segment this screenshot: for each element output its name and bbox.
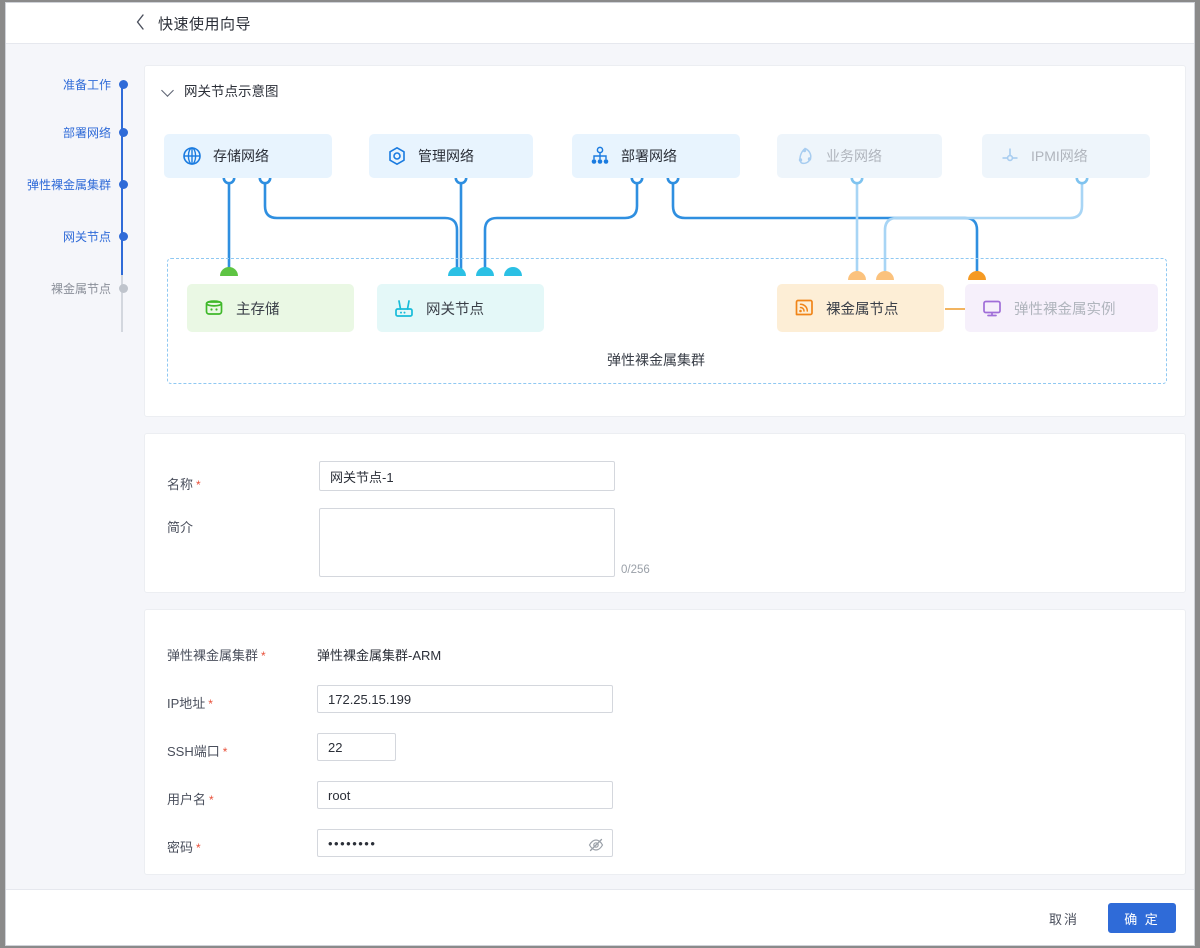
cluster-value: 弹性裸金属集群-ARM (317, 648, 442, 663)
page-title: 快速使用向导 (158, 16, 252, 33)
required-marker: * (222, 745, 228, 759)
step-item-2[interactable]: 弹性裸金属集群 (27, 176, 128, 192)
signal-icon (793, 297, 815, 319)
required-marker: * (196, 841, 201, 855)
connection-lines (220, 171, 1089, 315)
name-input[interactable] (319, 461, 615, 491)
network-label: IPMI网络 (1031, 148, 1088, 164)
node-box-gateway[interactable]: 网关节点 (377, 284, 544, 332)
orbit-icon (795, 146, 815, 166)
chevron-left-glyph (136, 14, 144, 30)
node-box-baremetal[interactable]: 裸金属节点 (777, 284, 944, 332)
ip-input[interactable] (317, 685, 613, 713)
network-label: 管理网络 (418, 148, 474, 164)
desc-textarea[interactable] (319, 508, 615, 577)
step-dot-icon (119, 231, 128, 241)
node-label: 网关节点 (426, 301, 484, 318)
router-icon (393, 297, 415, 319)
link-ipmi-to-baremetal (883, 176, 1084, 275)
footer-bar: 取消 确 定 (6, 889, 1194, 945)
cluster-container (167, 258, 1167, 384)
network-box-ipmi[interactable]: IPMI网络 (982, 134, 1150, 178)
network-box-storage[interactable]: 存储网络 (164, 134, 332, 178)
back-chevron-icon[interactable] (136, 14, 150, 32)
password-label: 密码* (167, 840, 201, 855)
database-icon (203, 297, 225, 319)
diagram-card: 网关节点示意图 (144, 65, 1186, 417)
rail-segment-inactive (121, 275, 123, 332)
connector-baremetal-1 (968, 271, 986, 280)
wizard-window: 快速使用向导 准备工作 部署网络 弹性裸金属集群 网关节点 裸金属节点 (5, 2, 1195, 946)
username-input[interactable] (317, 781, 613, 809)
node-label: 弹性裸金属实例 (1014, 301, 1116, 318)
required-marker: * (208, 697, 213, 711)
required-marker: * (196, 478, 201, 492)
connector-baremetal-3 (876, 271, 894, 280)
network-topology-diagram: 弹性裸金属集群 存储网络 (145, 66, 1187, 418)
node-label: 裸金属节点 (826, 301, 899, 318)
step-item-0[interactable]: 准备工作 (63, 76, 128, 92)
confirm-button[interactable]: 确 定 (1108, 903, 1176, 933)
step-item-1[interactable]: 部署网络 (63, 124, 128, 140)
required-marker: * (261, 649, 266, 663)
node-box-main-storage[interactable]: 主存储 (187, 284, 354, 332)
network-label: 业务网络 (826, 148, 882, 164)
connector-baremetal-2 (848, 271, 866, 280)
network-box-management[interactable]: 管理网络 (369, 134, 533, 178)
node-label: 主存储 (236, 301, 280, 318)
globe-icon (182, 146, 202, 166)
node-box-baremetal-instance[interactable]: 弹性裸金属实例 (965, 284, 1158, 332)
cluster-label: 弹性裸金属集群* (167, 648, 266, 663)
cluster-caption: 弹性裸金属集群 (607, 352, 705, 368)
monitor-icon (981, 297, 1003, 319)
step-dot-icon (119, 79, 128, 89)
password-input[interactable] (317, 829, 613, 857)
link-storage-to-gateway (263, 176, 459, 271)
connector-gateway-2 (476, 267, 494, 276)
basic-info-card: 名称* 简介 0/256 (144, 433, 1186, 593)
step-item-3[interactable]: 网关节点 (63, 228, 128, 244)
desc-label: 简介 (167, 520, 194, 535)
username-label: 用户名* (167, 792, 214, 807)
ssh-port-input[interactable] (317, 733, 396, 761)
hexagon-icon (387, 146, 407, 166)
link-deploy-to-gateway (483, 176, 639, 271)
eye-off-icon[interactable] (588, 837, 604, 853)
step-dot-icon (119, 179, 128, 189)
diagram-section-title: 网关节点示意图 (184, 84, 279, 99)
required-marker: * (209, 793, 214, 807)
steps-rail: 准备工作 部署网络 弹性裸金属集群 网关节点 裸金属节点 (6, 44, 138, 945)
step-dot-icon (119, 283, 128, 293)
connector-mainstore (220, 267, 238, 276)
connector-gateway-1 (448, 267, 466, 276)
ssh-port-label: SSH端口* (167, 744, 228, 759)
ipmi-icon (1000, 146, 1020, 166)
step-label: 弹性裸金属集群 (26, 177, 111, 192)
step-dot-icon (119, 127, 128, 137)
step-label: 部署网络 (62, 125, 111, 140)
ip-label: IP地址* (167, 696, 213, 711)
desc-char-counter: 0/256 (621, 564, 650, 576)
top-bar: 快速使用向导 (6, 3, 1194, 44)
network-box-business[interactable]: 业务网络 (777, 134, 942, 178)
password-field-wrap (317, 829, 613, 857)
step-label: 裸金属节点 (50, 281, 111, 296)
node-connectors (220, 267, 986, 280)
link-deploy-to-baremetal (671, 176, 979, 275)
step-label: 网关节点 (62, 229, 111, 244)
network-label: 存储网络 (213, 148, 269, 164)
topology-icon (590, 146, 610, 166)
step-label: 准备工作 (62, 77, 111, 92)
connection-info-card: 弹性裸金属集群* 弹性裸金属集群-ARM IP地址* SSH端口* 用户名* 密… (144, 609, 1186, 875)
cancel-button[interactable]: 取消 (1048, 911, 1079, 927)
diagram-collapse-toggle[interactable]: 网关节点示意图 (161, 80, 279, 100)
network-label: 部署网络 (621, 148, 677, 164)
network-box-deployment[interactable]: 部署网络 (572, 134, 740, 178)
name-label: 名称* (167, 477, 201, 492)
step-item-4[interactable]: 裸金属节点 (51, 280, 128, 296)
connector-gateway-3 (504, 267, 522, 276)
